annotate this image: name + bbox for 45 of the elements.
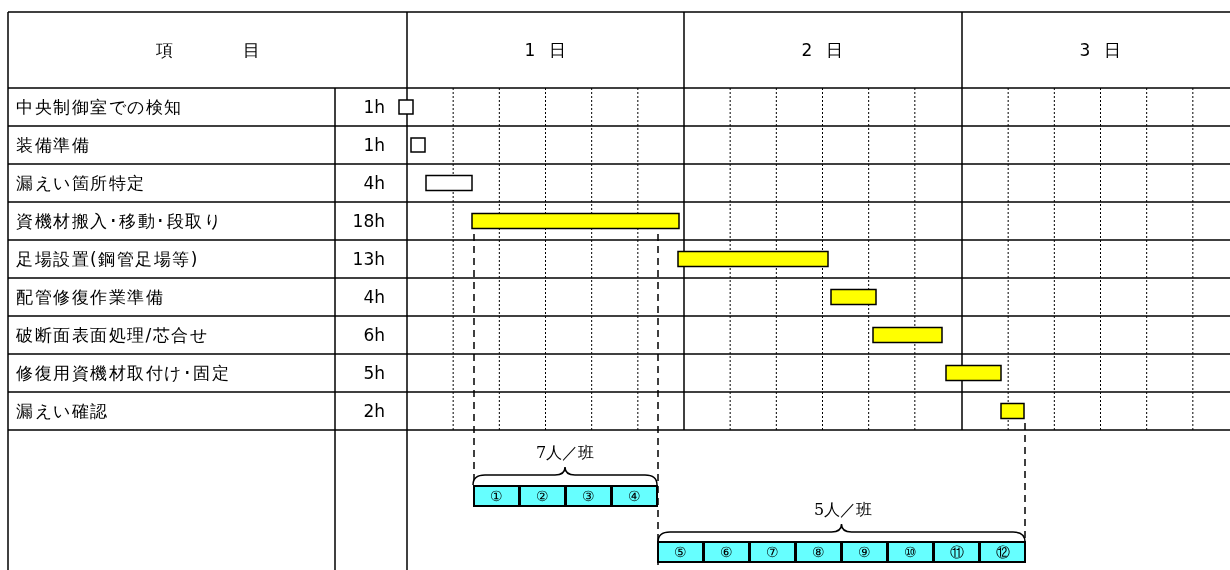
gantt-bar [471, 212, 680, 230]
gantt-bar [398, 99, 414, 115]
duration-label: 13h [351, 249, 385, 269]
duration-label: 2h [362, 401, 385, 421]
crew-shift-box: ③ [565, 485, 612, 507]
crew-shift-box: ⑤ [657, 541, 704, 563]
day-header: 2日 [800, 40, 859, 60]
crew-shift-box: ① [473, 485, 520, 507]
duration-label: 18h [351, 211, 385, 231]
crew-size-label: 5人／班 [812, 500, 874, 520]
duration-label: 5h [362, 363, 385, 383]
day-header: 1日 [523, 40, 582, 60]
gantt-bar [830, 288, 877, 306]
gantt-bar [945, 364, 1002, 382]
gantt-bar [872, 326, 943, 344]
task-name: 中央制御室での検知 [16, 97, 183, 117]
task-name: 装備準備 [16, 135, 90, 155]
crew-shift-box: ⑥ [703, 541, 750, 563]
column-header: 項目 [154, 40, 331, 60]
gantt-bar [1000, 402, 1025, 420]
gantt-bar [425, 174, 473, 192]
crew-shift-box: ⑩ [887, 541, 934, 563]
gantt-bar [410, 137, 426, 153]
crew-shift-box: ② [519, 485, 566, 507]
duration-label: 4h [362, 173, 385, 193]
crew-shift-box: ⑫ [979, 541, 1026, 563]
task-name: 破断面表面処理/芯合せ [16, 325, 209, 345]
crew-shift-box: ④ [611, 485, 658, 507]
crew-size-label: 7人／班 [534, 443, 596, 463]
gantt-bar [677, 250, 829, 268]
duration-label: 1h [362, 97, 385, 117]
duration-label: 1h [362, 135, 385, 155]
task-name: 漏えい確認 [16, 401, 109, 421]
crew-shift-box: ⑦ [749, 541, 796, 563]
crew-shift-box: ⑨ [841, 541, 888, 563]
crew-shift-box: ⑧ [795, 541, 842, 563]
task-name: 配管修復作業準備 [16, 287, 164, 307]
day-header: 3日 [1078, 40, 1137, 60]
task-name: 足場設置(鋼管足場等) [16, 249, 199, 269]
task-name: 漏えい箇所特定 [16, 173, 146, 193]
crew-shift-box: ⑪ [933, 541, 980, 563]
duration-label: 4h [362, 287, 385, 307]
task-name: 資機材搬入･移動･段取り [16, 211, 222, 231]
task-name: 修復用資機材取付け･固定 [16, 363, 230, 383]
duration-label: 6h [362, 325, 385, 345]
